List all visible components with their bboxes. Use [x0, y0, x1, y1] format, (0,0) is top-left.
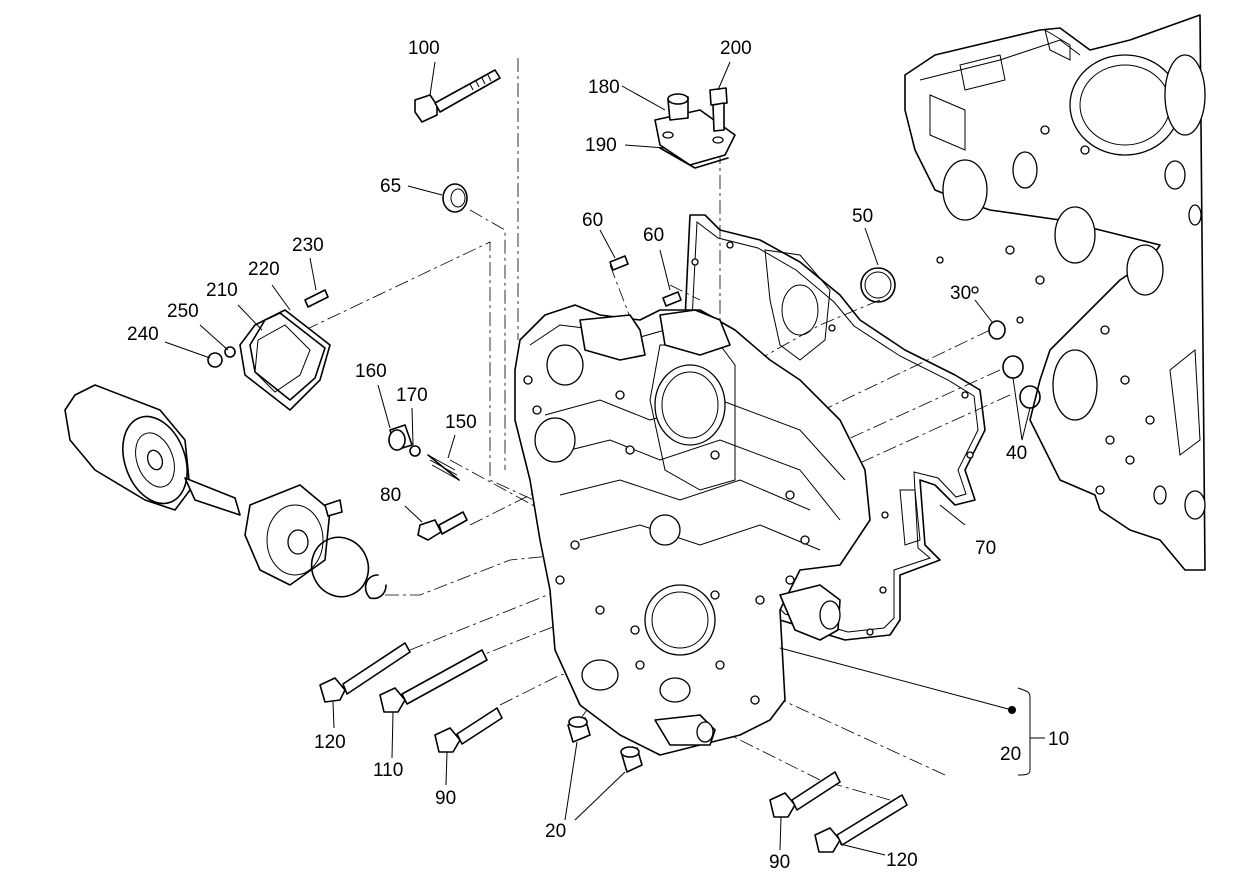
callout-50: 50 [852, 206, 873, 227]
cover-180-190 [654, 87, 736, 169]
callout-80: 80 [380, 485, 401, 506]
callout-220: 220 [248, 259, 280, 280]
plugs-20 [567, 716, 643, 773]
callout-170: 170 [396, 385, 428, 406]
callout-60-b: 60 [643, 225, 664, 246]
callout-210: 210 [206, 280, 238, 301]
timing-cover [514, 304, 871, 756]
bolts-bottom-right [769, 771, 908, 853]
callout-40: 40 [1006, 443, 1027, 464]
callout-60-a: 60 [582, 210, 603, 231]
callout-90-a: 90 [435, 788, 456, 809]
callout-150: 150 [445, 412, 477, 433]
callout-20-b: 20 [1000, 744, 1021, 765]
callout-250: 250 [167, 301, 199, 322]
callout-90-b: 90 [769, 852, 790, 873]
filter-adapter [244, 484, 387, 600]
oil-cover-210-220 [207, 289, 331, 411]
callout-160: 160 [355, 361, 387, 382]
callout-240: 240 [127, 324, 159, 345]
oil-filter [64, 384, 241, 516]
bolts-bottom-left [319, 642, 503, 753]
callout-70: 70 [975, 538, 996, 559]
callout-30: 30 [950, 283, 971, 304]
dowel-pins-60 [609, 255, 682, 307]
callout-65: 65 [380, 176, 401, 197]
callout-10: 10 [1048, 729, 1069, 750]
leader-lines [164, 61, 1045, 856]
engine-block [904, 14, 1206, 571]
bushing-65 [442, 183, 468, 213]
callout-120-b: 120 [886, 850, 918, 871]
callout-200: 200 [720, 38, 752, 59]
callout-120-a: 120 [314, 732, 346, 753]
callout-230: 230 [292, 235, 324, 256]
callout-labels: 100 200 180 190 65 60 60 50 30 40 230 22… [127, 38, 1069, 873]
bolt-100 [414, 69, 501, 123]
relief-valve-parts [388, 424, 460, 481]
callout-20-a: 20 [545, 821, 566, 842]
callout-100: 100 [408, 38, 440, 59]
callout-190: 190 [585, 135, 617, 156]
callout-180: 180 [588, 77, 620, 98]
bolt-80 [417, 511, 468, 541]
callout-110: 110 [373, 760, 403, 781]
